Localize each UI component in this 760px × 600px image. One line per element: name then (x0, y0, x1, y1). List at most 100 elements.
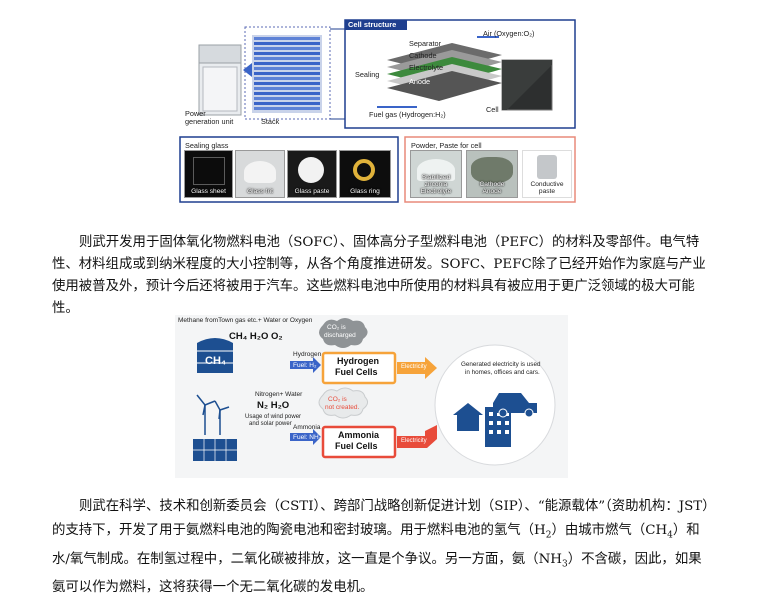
stack-plate (254, 97, 320, 100)
generated-text-2: in homes, offices and cars. (465, 369, 540, 376)
stack-image (252, 35, 322, 113)
sealing-label: Sealing (355, 70, 380, 79)
fuel-cell-figure: Cell structure Separator Cathode Electro… (177, 15, 577, 205)
glass-paste-caption: Glass paste (294, 188, 330, 195)
co2-not-created-1: CO₂ is (328, 396, 347, 403)
ch4-tank-label: CH₄ (205, 355, 227, 367)
co2-discharged-2: discharged (324, 332, 356, 339)
glass-paste-thumb: Glass paste (287, 150, 337, 198)
power-unit-label-1: Power (185, 109, 206, 118)
cathode-anode-thumb: Cathode Anode (466, 150, 518, 198)
ammonia-cells-2: Fuel Cells (335, 441, 378, 451)
conductive-caption-2: paste (538, 188, 556, 195)
hydrogen-label: Hydrogen (293, 351, 322, 358)
glass-frit-caption: Glass frit (246, 188, 273, 195)
house-icon (453, 403, 483, 431)
glass-sheet-thumb: Glass sheet (184, 150, 233, 198)
stack-plate (254, 92, 320, 95)
wind-turbine-icon (196, 394, 230, 435)
ammonia-label: Ammonia (293, 424, 321, 431)
stack-plate (254, 37, 320, 40)
cathode-anode-caption-2: Anode (482, 188, 502, 195)
stack-plate (254, 47, 320, 50)
hydrogen-fuel-cells-box (321, 351, 397, 385)
stack-plate (254, 77, 320, 80)
paragraph-2-part4: ）不含碳，因此，如果氨可以作为燃料，这将获得一个无二氧化碳的发电机。 (52, 551, 702, 596)
glass-ring-caption: Glass ring (350, 188, 380, 195)
fuel-h2-label: Fuel: H₂ (293, 362, 317, 369)
cathode-anode-caption-1: Cathode (479, 181, 505, 188)
fuel-nh3-arrow-icon (290, 429, 321, 445)
ch4-subscript: 4 (667, 530, 673, 541)
usage-text-1: Usage of wind power (245, 414, 302, 420)
stack-plate (254, 57, 320, 60)
stack-plate (254, 52, 320, 55)
stack-highlight (244, 26, 331, 120)
co2-cloud-top (319, 318, 368, 348)
formula-bottom: N₂ H₂O (257, 400, 290, 411)
ammonia-fuel-cells-box (321, 425, 397, 459)
paragraph-1: 则武开发用于固体氧化物燃料电池（SOFC）、固体高分子型燃料电池（PEFC）的材… (52, 232, 712, 320)
ammonia-fuel-cell-figure: Methane fromTown gas etc.+ Water or Oxyg… (175, 315, 568, 478)
electricity-label-2: Electricity (401, 438, 427, 444)
paragraph-2-part1: 则武在科学、技术和创新委员会（CSTI）、跨部门战略创新促进计划（SIP）、“能… (52, 499, 709, 538)
ammonia-cells-1: Ammonia (338, 430, 380, 440)
stack-plate (254, 82, 320, 85)
methane-note: Methane fromTown gas etc.+ Water or Oxyg… (178, 317, 313, 324)
nitrogen-water-label: Nitrogen+ Water (255, 391, 303, 398)
usage-text-2: and solar power (249, 421, 292, 427)
paragraph-2-part3: ）和水/氧气制成。在制氢过程中，二氧化碳被排放，这一直是个争议。另一方面，氨（N… (52, 523, 700, 567)
conductive-paste-thumb: Conductive paste (522, 150, 572, 198)
stack-plate (254, 62, 320, 65)
stack-plate (254, 72, 320, 75)
cell-image (501, 59, 553, 111)
power-unit-label-2: generation unit (185, 117, 234, 126)
generated-text-1: Generated electricity is used (461, 361, 541, 368)
cell-structure-title: Cell structure (348, 20, 397, 29)
power-generation-unit-image (198, 44, 242, 116)
cell-layers-image (387, 43, 502, 101)
stack-plate (254, 67, 320, 70)
stack-plate (254, 107, 320, 110)
stack-plate (254, 42, 320, 45)
paragraph-2: 则武在科学、技术和创新委员会（CSTI）、跨部门战略创新促进计划（SIP）、“能… (52, 495, 712, 600)
fuel-nh3-label: Fuel: NH₃ (293, 434, 322, 441)
nh3-subscript: 3 (561, 559, 568, 570)
cathode-label: Cathode (409, 51, 437, 60)
zirconia-thumb: Stabilized zirconia Electrolyte (410, 150, 462, 198)
sealing-glass-title: Sealing glass (185, 141, 229, 150)
stack-label: Stack (261, 117, 280, 126)
glass-sheet-caption: Glass sheet (191, 188, 226, 195)
air-label: Air (Oxygen:O₂) (483, 29, 535, 38)
powder-paste-title: Powder, Paste for cell (411, 141, 482, 150)
stack-plate (254, 102, 320, 105)
co2-discharged-1: CO₂ is (327, 324, 346, 331)
zirconia-caption-1: Stabilized zirconia (421, 174, 451, 188)
formula-top: CH₄ H₂O O₂ (229, 331, 283, 342)
fuel-gas-label: Fuel gas (Hydrogen:H₂) (369, 110, 446, 119)
hydrogen-cells-1: Hydrogen (337, 356, 380, 366)
hydrogen-cells-2: Fuel Cells (335, 367, 378, 377)
conductive-caption-1: Conductive (530, 181, 564, 188)
h2-subscript: 2 (545, 530, 552, 541)
cell-label: Cell (486, 105, 499, 114)
separator-label: Separator (409, 39, 442, 48)
electrolyte-label: Electrolyte (409, 63, 444, 72)
co2-cloud-bottom (318, 387, 369, 419)
paragraph-1-text: 则武开发用于固体氧化物燃料电池（SOFC）、固体高分子型燃料电池（PEFC）的材… (52, 235, 706, 316)
car-icon (493, 393, 537, 418)
zirconia-caption-2: Electrolyte (420, 188, 452, 195)
glass-frit-thumb: Glass frit (235, 150, 285, 198)
building-icon (485, 407, 511, 447)
fuel-h2-arrow-icon (290, 357, 321, 373)
stack-plate (254, 87, 320, 90)
electricity-label-1: Electricity (401, 364, 427, 370)
energy-flow-diagram (175, 315, 568, 478)
solar-panel-icon (193, 439, 237, 461)
electricity-arrow-1-icon (397, 357, 437, 379)
gas-tank-icon (197, 338, 233, 373)
paragraph-2-part2: ）由城市燃气（CH (551, 523, 668, 538)
co2-not-created-2: not created. (325, 404, 360, 411)
glass-ring-thumb: Glass ring (339, 150, 391, 198)
anode-label: Anode (409, 77, 431, 86)
